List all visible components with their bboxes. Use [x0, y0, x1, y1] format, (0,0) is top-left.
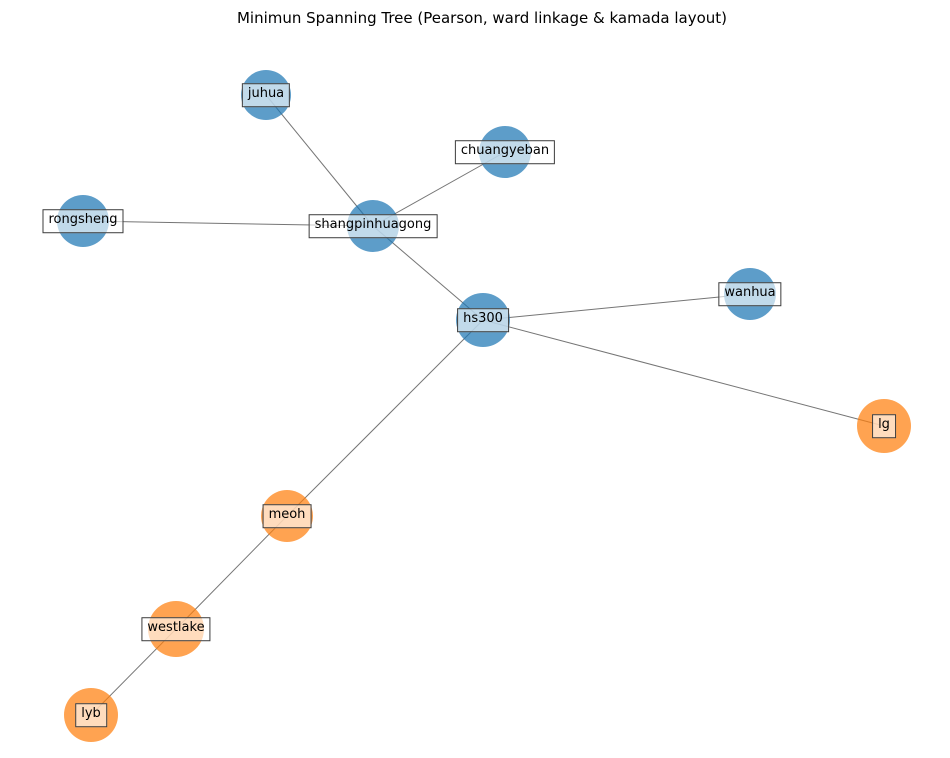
node-juhua	[241, 70, 291, 120]
chart-title: Minimun Spanning Tree (Pearson, ward lin…	[236, 9, 728, 27]
node-lyb	[64, 688, 118, 742]
node-lg	[857, 399, 911, 453]
node-chuangyeban	[479, 126, 531, 178]
edge-hs300-meoh	[286, 319, 484, 517]
node-meoh	[261, 490, 313, 542]
edge-juhua-shangpinhuagong	[265, 94, 374, 227]
edge-hs300-lg	[482, 319, 885, 427]
node-rongsheng	[57, 195, 109, 247]
node-wanhua	[724, 268, 776, 320]
node-shangpinhuagong	[347, 200, 399, 252]
node-hs300	[456, 293, 510, 347]
edge-rongsheng-shangpinhuagong	[82, 220, 374, 227]
node-westlake	[148, 601, 204, 657]
edge-hs300-wanhua	[482, 293, 751, 321]
